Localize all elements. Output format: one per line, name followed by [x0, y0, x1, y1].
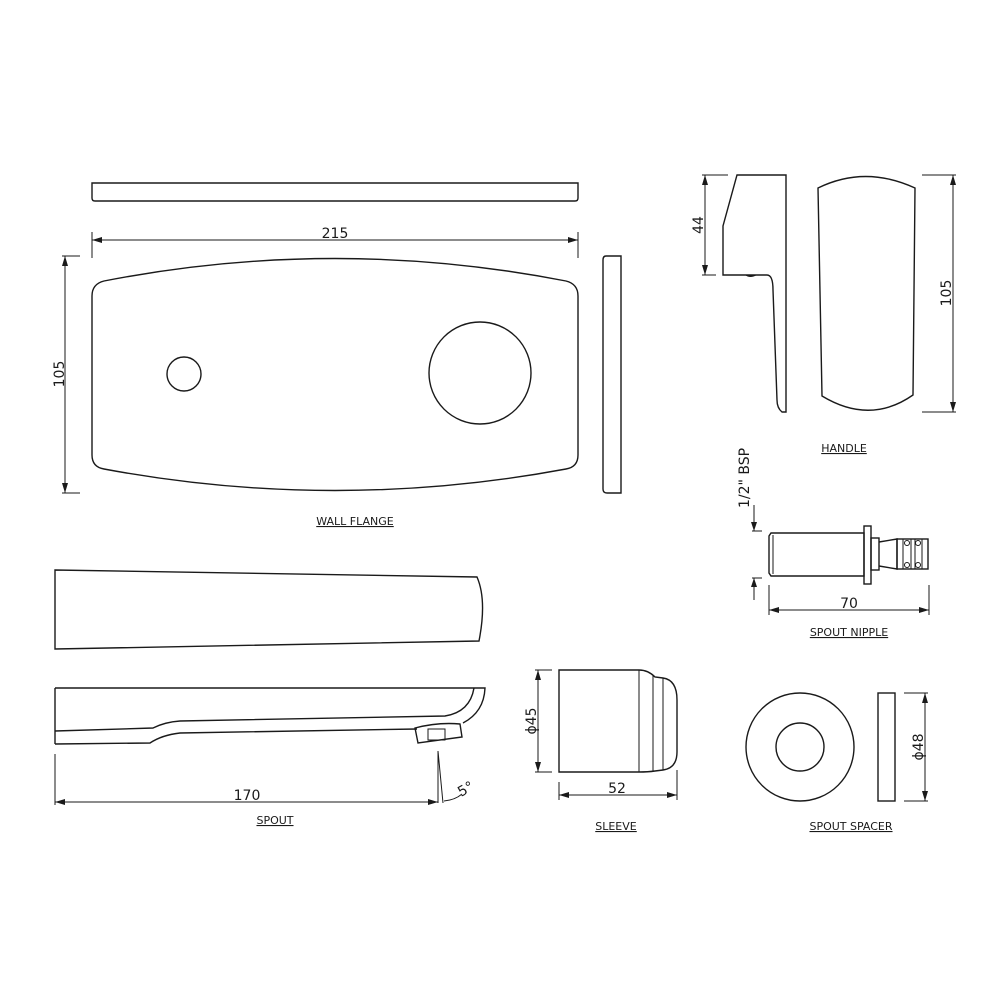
- spout-nipple-group: 1/2" BSP 70 SPOUT NIPPLE: [737, 448, 930, 639]
- sleeve-body: [558, 669, 678, 773]
- oring-icon: [904, 562, 910, 568]
- wall-flange-width-dim: 215: [322, 226, 349, 242]
- spout-side-view-outer: [55, 687, 486, 724]
- arrow-head: [922, 791, 928, 801]
- arrow-head: [922, 693, 928, 703]
- arrow-head: [535, 670, 541, 680]
- nipple-hex-flange: [863, 525, 872, 585]
- spout-spacer-label: SPOUT SPACER: [809, 820, 892, 833]
- handle-height-dim: 105: [939, 280, 955, 307]
- spout-side-view-bottom: [54, 728, 418, 745]
- spacer-outer-ring: [745, 692, 855, 802]
- oring-icon: [904, 540, 910, 546]
- aerator-insert: [427, 728, 446, 741]
- arrow-head: [535, 762, 541, 772]
- nipple-collar: [870, 537, 880, 571]
- arrow-head: [919, 607, 929, 613]
- arrow-head: [428, 799, 438, 805]
- arrow-head: [559, 792, 569, 798]
- arrow-head: [950, 175, 956, 185]
- spacer-diameter-dim: ϕ48: [911, 733, 927, 760]
- spacer-side-view: [877, 692, 896, 802]
- sleeve-length-dim: 52: [608, 781, 626, 797]
- arrow-head: [667, 792, 677, 798]
- spout-aerator: [414, 722, 463, 744]
- diverter-hole: [166, 356, 202, 392]
- arrow-head: [769, 607, 779, 613]
- handle-label: HANDLE: [821, 442, 867, 455]
- oring-icon: [915, 562, 921, 568]
- wall-flange-height-dim: 105: [52, 361, 68, 388]
- sleeve-group: ϕ45 52 SLEEVE: [524, 669, 678, 833]
- spout-group: 5° 170 SPOUT: [54, 569, 486, 827]
- spout-label: SPOUT: [256, 814, 293, 827]
- arrow-head: [62, 483, 68, 493]
- handle-screw: [745, 275, 757, 277]
- mixer-hole: [428, 321, 532, 425]
- arrow-head: [950, 402, 956, 412]
- nipple-thread-dim: 1/2" BSP: [737, 448, 753, 508]
- nipple-taper: [878, 538, 898, 570]
- arrow-head: [62, 256, 68, 266]
- wall-flange-side-view: [602, 255, 622, 494]
- handle-group: 44 105 HANDLE: [691, 174, 956, 455]
- handle-side-view: [722, 174, 787, 413]
- spout-angle-dim: 5°: [455, 779, 477, 801]
- angle-line: [437, 750, 444, 804]
- spout-spacer-group: ϕ48 SPOUT SPACER: [745, 692, 928, 833]
- arrow-head: [702, 265, 708, 275]
- arrow-head: [751, 578, 757, 587]
- angle-arc: [443, 793, 463, 802]
- spout-nipple-label: SPOUT NIPPLE: [810, 626, 888, 639]
- oring-icon: [915, 540, 921, 546]
- nipple-oring-seat: [896, 538, 929, 570]
- arrow-head: [702, 175, 708, 185]
- wall-flange-top-view: [91, 182, 579, 202]
- arrow-head: [92, 237, 102, 243]
- wall-flange-label: WALL FLANGE: [316, 515, 394, 528]
- nipple-thread-body: [768, 532, 865, 577]
- spout-top-view: [54, 569, 484, 650]
- arrow-head: [568, 237, 578, 243]
- wall-flange-front-view: [91, 257, 579, 492]
- spacer-inner-hole: [775, 722, 825, 772]
- sleeve-label: SLEEVE: [595, 820, 637, 833]
- arrow-head: [751, 522, 757, 531]
- spout-side-view-inner: [54, 687, 475, 732]
- handle-front-view: [817, 175, 916, 411]
- wall-flange-group: 215 105 WALL FLANGE: [52, 182, 622, 528]
- arrow-head: [55, 799, 65, 805]
- handle-depth-dim: 44: [691, 216, 707, 234]
- sleeve-diameter-dim: ϕ45: [524, 707, 540, 734]
- spout-length-dim: 170: [234, 788, 261, 804]
- nipple-length-dim: 70: [840, 596, 858, 612]
